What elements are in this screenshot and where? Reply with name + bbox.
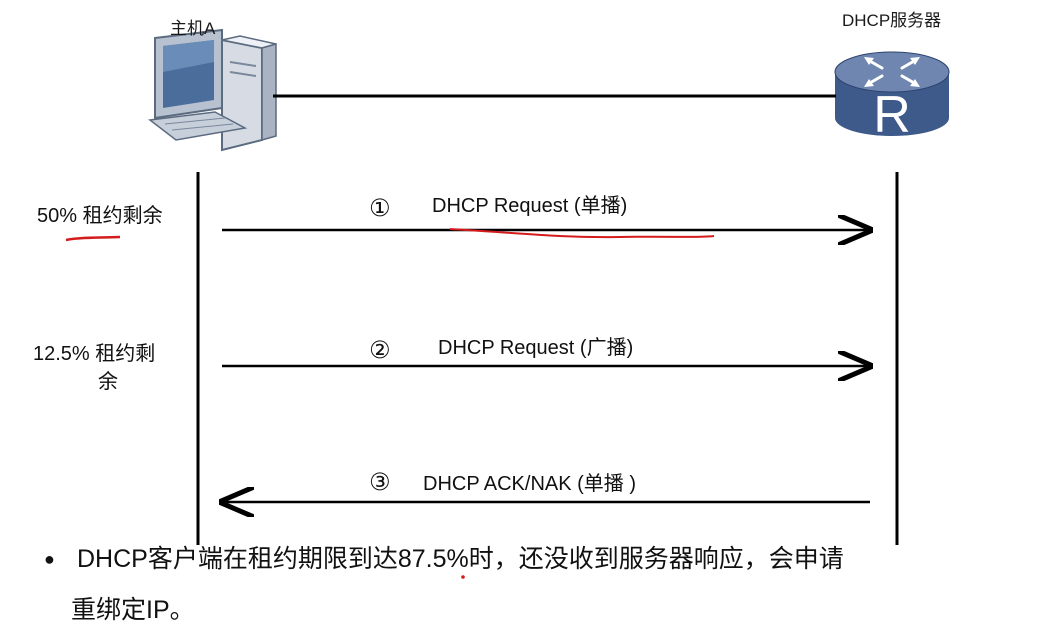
red-underline-annotation xyxy=(66,237,120,240)
bullet-icon: ● xyxy=(44,541,55,577)
server-label: DHCP服务器 xyxy=(842,6,941,31)
message-2-label: DHCP Request (广播) xyxy=(438,331,633,360)
lease-note-12-5-line1: 12.5% 租约剩 xyxy=(33,340,155,368)
lease-note-12-5-line2: 余 xyxy=(98,368,118,396)
svg-text:R: R xyxy=(873,86,911,144)
message-3-number: ③ xyxy=(369,468,391,497)
message-1-number: ① xyxy=(369,194,391,223)
computer-icon xyxy=(150,30,276,150)
message-2-number: ② xyxy=(369,336,391,365)
host-label: 主机A xyxy=(170,14,215,39)
bullet-line-1: DHCP客户端在租约期限到达87.5%时，还没收到服务器响应，会申请 xyxy=(77,541,844,577)
bullet-line-2: 重绑定IP。 xyxy=(71,592,195,628)
lease-note-50: 50% 租约剩余 xyxy=(37,202,163,230)
message-3-label: DHCP ACK/NAK (单播 ) xyxy=(423,467,636,496)
message-1-label: DHCP Request (单播) xyxy=(432,189,627,218)
router-icon: R xyxy=(835,52,949,144)
